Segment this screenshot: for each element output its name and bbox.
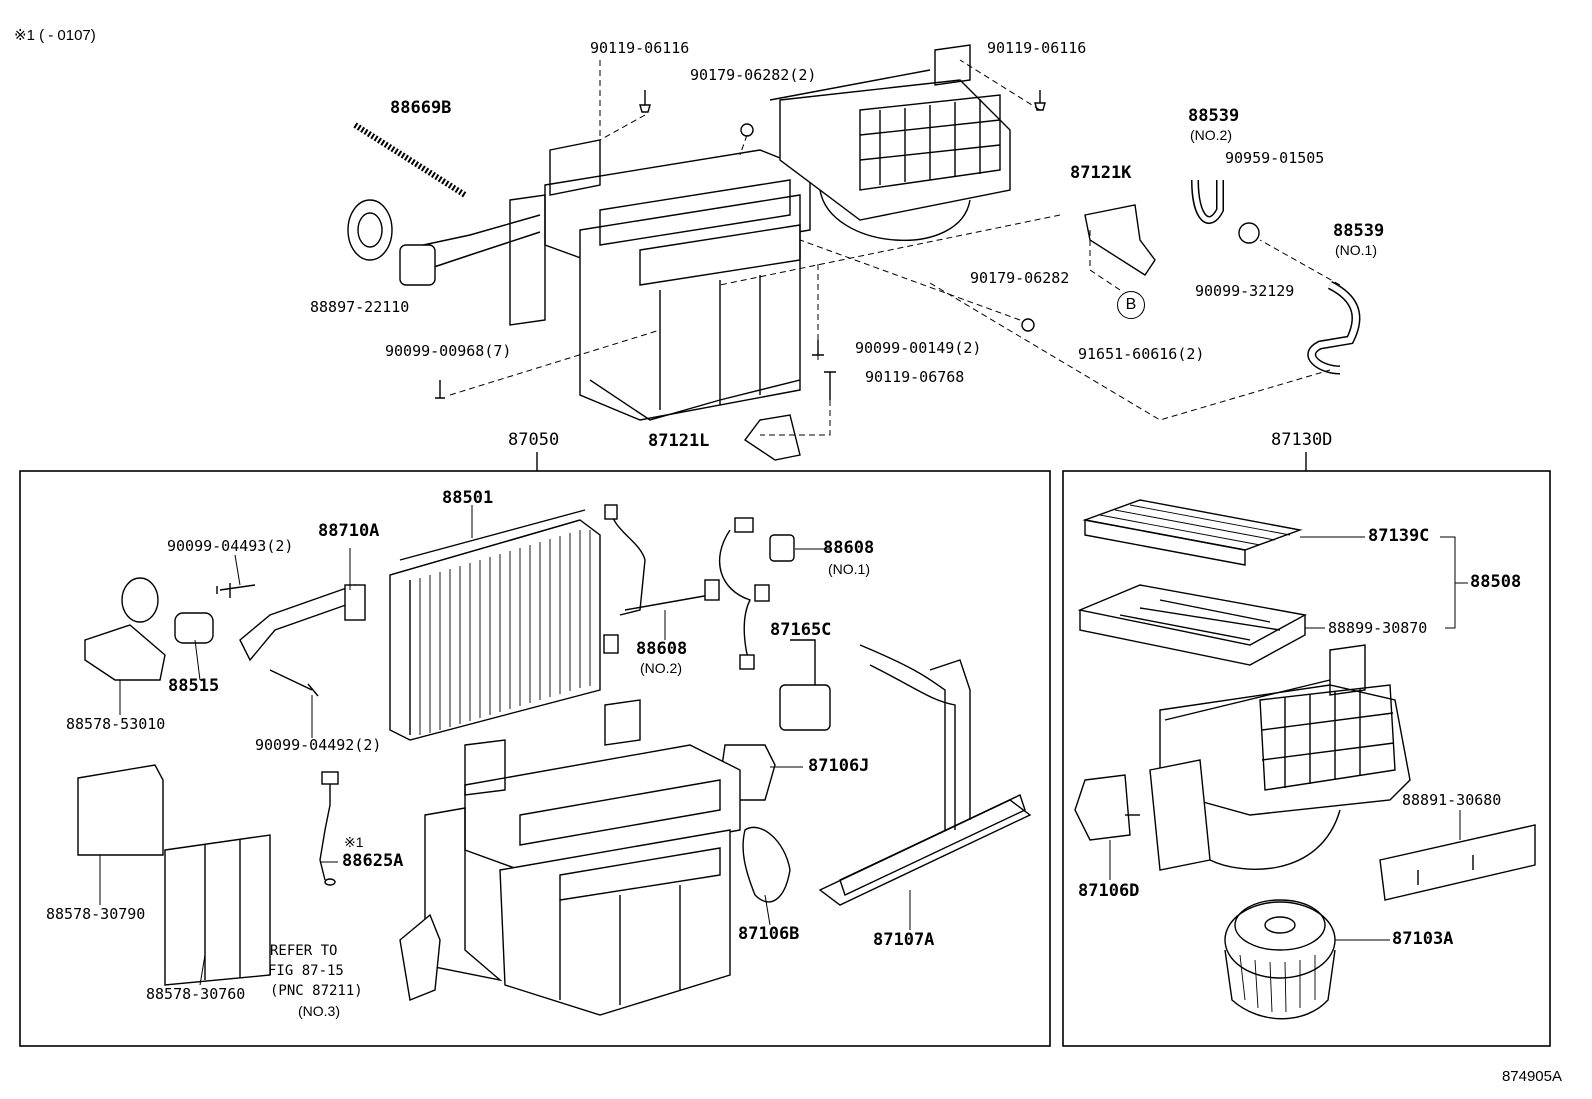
part-label[interactable]: 87107A	[873, 930, 935, 950]
part-label[interactable]: 90099-00968(7)	[385, 342, 512, 360]
figure-id: 874905A	[1501, 1068, 1562, 1085]
part-label[interactable]: 87139C	[1368, 526, 1430, 546]
part-label[interactable]: 88669B	[390, 98, 452, 118]
part-label[interactable]: 87106D	[1078, 881, 1140, 901]
part-label[interactable]: 88891-30680	[1402, 791, 1502, 809]
part-label[interactable]: 88897-22110	[310, 298, 410, 316]
part-label[interactable]: 88515	[168, 676, 220, 696]
part-label[interactable]: 90099-04492(2)	[255, 736, 382, 754]
part-label[interactable]: 90179-06282	[970, 269, 1070, 287]
part-label[interactable]: 90099-04493(2)	[167, 537, 294, 555]
group-label-87130D: 87130D	[1271, 430, 1333, 450]
part-label[interactable]: 90099-32129	[1195, 282, 1295, 300]
group-label-87050: 87050	[508, 430, 560, 450]
part-label[interactable]: 90179-06282(2)	[690, 66, 817, 84]
part-sublabel: (NO.1)	[1335, 242, 1377, 258]
part-label[interactable]: 91651-60616(2)	[1078, 345, 1205, 363]
reference-note-line4: (NO.3)	[298, 1003, 340, 1019]
part-label[interactable]: 88501	[442, 488, 494, 508]
part-label[interactable]: 88608	[823, 538, 875, 558]
part-label[interactable]: 87106B	[738, 924, 800, 944]
reference-note-line2: FIG 87-15	[268, 963, 344, 979]
part-label[interactable]: 90119-06116	[590, 39, 690, 57]
part-label[interactable]: 87121K	[1070, 163, 1132, 183]
part-sublabel: (NO.2)	[1190, 127, 1232, 143]
part-sublabel: (NO.1)	[828, 561, 870, 577]
part-note-mark: ※1	[344, 834, 364, 850]
right-box-drawing	[1074, 499, 1536, 1020]
left-box-drawing	[77, 504, 1032, 1016]
top-unit-drawing	[347, 44, 1361, 461]
part-label[interactable]: 88578-30790	[46, 905, 146, 923]
part-label[interactable]: 88508	[1470, 572, 1522, 592]
reference-note-line3: (PNC 87211)	[270, 983, 363, 999]
group-box-87050	[19, 470, 1051, 1047]
part-label[interactable]: 90119-06116	[987, 39, 1087, 57]
callout-b: B	[1117, 291, 1145, 319]
part-label[interactable]: 88710A	[318, 521, 380, 541]
part-label[interactable]: 88578-30760	[146, 985, 246, 1003]
part-label[interactable]: 88899-30870	[1328, 619, 1428, 637]
part-label[interactable]: 88625A	[342, 851, 404, 871]
part-sublabel: (NO.2)	[640, 660, 682, 676]
part-label[interactable]: 87106J	[808, 756, 870, 776]
part-label[interactable]: 90959-01505	[1225, 149, 1325, 167]
reference-note-line1: REFER TO	[270, 943, 338, 959]
part-label[interactable]: 88539	[1188, 106, 1240, 126]
part-label[interactable]: 90119-06768	[865, 368, 965, 386]
part-label[interactable]: 87121L	[648, 431, 710, 451]
part-label[interactable]: 87165C	[770, 620, 832, 640]
part-label[interactable]: 88608	[636, 639, 688, 659]
part-label[interactable]: 88539	[1333, 221, 1385, 241]
part-label[interactable]: 87103A	[1392, 929, 1454, 949]
header-note: ※1 ( - 0107)	[14, 27, 96, 44]
part-label[interactable]: 88578-53010	[66, 715, 166, 733]
part-label[interactable]: 90099-00149(2)	[855, 339, 982, 357]
